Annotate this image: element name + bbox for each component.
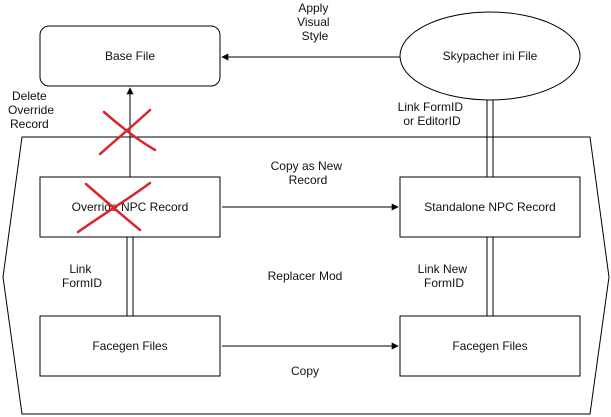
standalone-record-label: Standalone NPC Record [424,200,555,214]
copy-as-new-line-2: Record [289,173,328,187]
link-new-formid-line-1: Link New [418,262,468,276]
link-formid-line-2: FormID [62,276,102,290]
replacer-mod-container [2,136,610,415]
apply-style-line-1: Apply [298,1,328,15]
apply-style-line-2: Visual [297,15,329,29]
override-record-node [39,176,221,238]
standalone-record-node [399,176,581,238]
link-formid-label: Link FormID [62,262,102,290]
link-formid-editorid-connector [486,100,494,177]
copy-as-new-line-1: Copy as New [271,159,343,173]
link-formid-editorid-label: Link FormID or EditorID [398,100,467,128]
cross-mark-override [76,181,152,234]
replacer-mod-label: Replacer Mod [268,269,343,283]
cross-mark-delete [98,108,157,156]
skypatcher-ini-node [399,11,581,101]
facegen-right-label: Facegen Files [452,339,527,353]
link-new-formid-label: Link New FormID [418,262,471,290]
apply-style-line-3: Style [302,29,329,43]
facegen-left-label: Facegen Files [92,339,167,353]
link-new-formid-line-2: FormID [424,276,464,290]
facegen-left-node [39,315,221,377]
link-formid-editorid-line-2: or EditorID [403,114,461,128]
base-file-node [39,25,221,87]
delete-override-line-2: Override [8,103,54,117]
delete-override-line-3: Record [10,117,49,131]
copy-label: Copy [291,364,319,378]
delete-override-label: Delete Override Record [8,89,57,131]
delete-override-line-1: Delete [12,89,47,103]
override-record-label: Override NPC Record [72,200,189,214]
copy-as-new-label: Copy as New Record [271,159,346,187]
skypatcher-ini-label: Skypacher ini File [443,49,538,63]
link-formid-connector [126,237,134,316]
link-new-formid-connector [486,237,494,316]
apply-style-label: Apply Visual Style [297,1,333,43]
link-formid-line-1: Link [69,262,92,276]
base-file-label: Base File [105,49,155,63]
link-formid-editorid-line-1: Link FormID [398,100,464,114]
facegen-right-node [399,315,581,377]
